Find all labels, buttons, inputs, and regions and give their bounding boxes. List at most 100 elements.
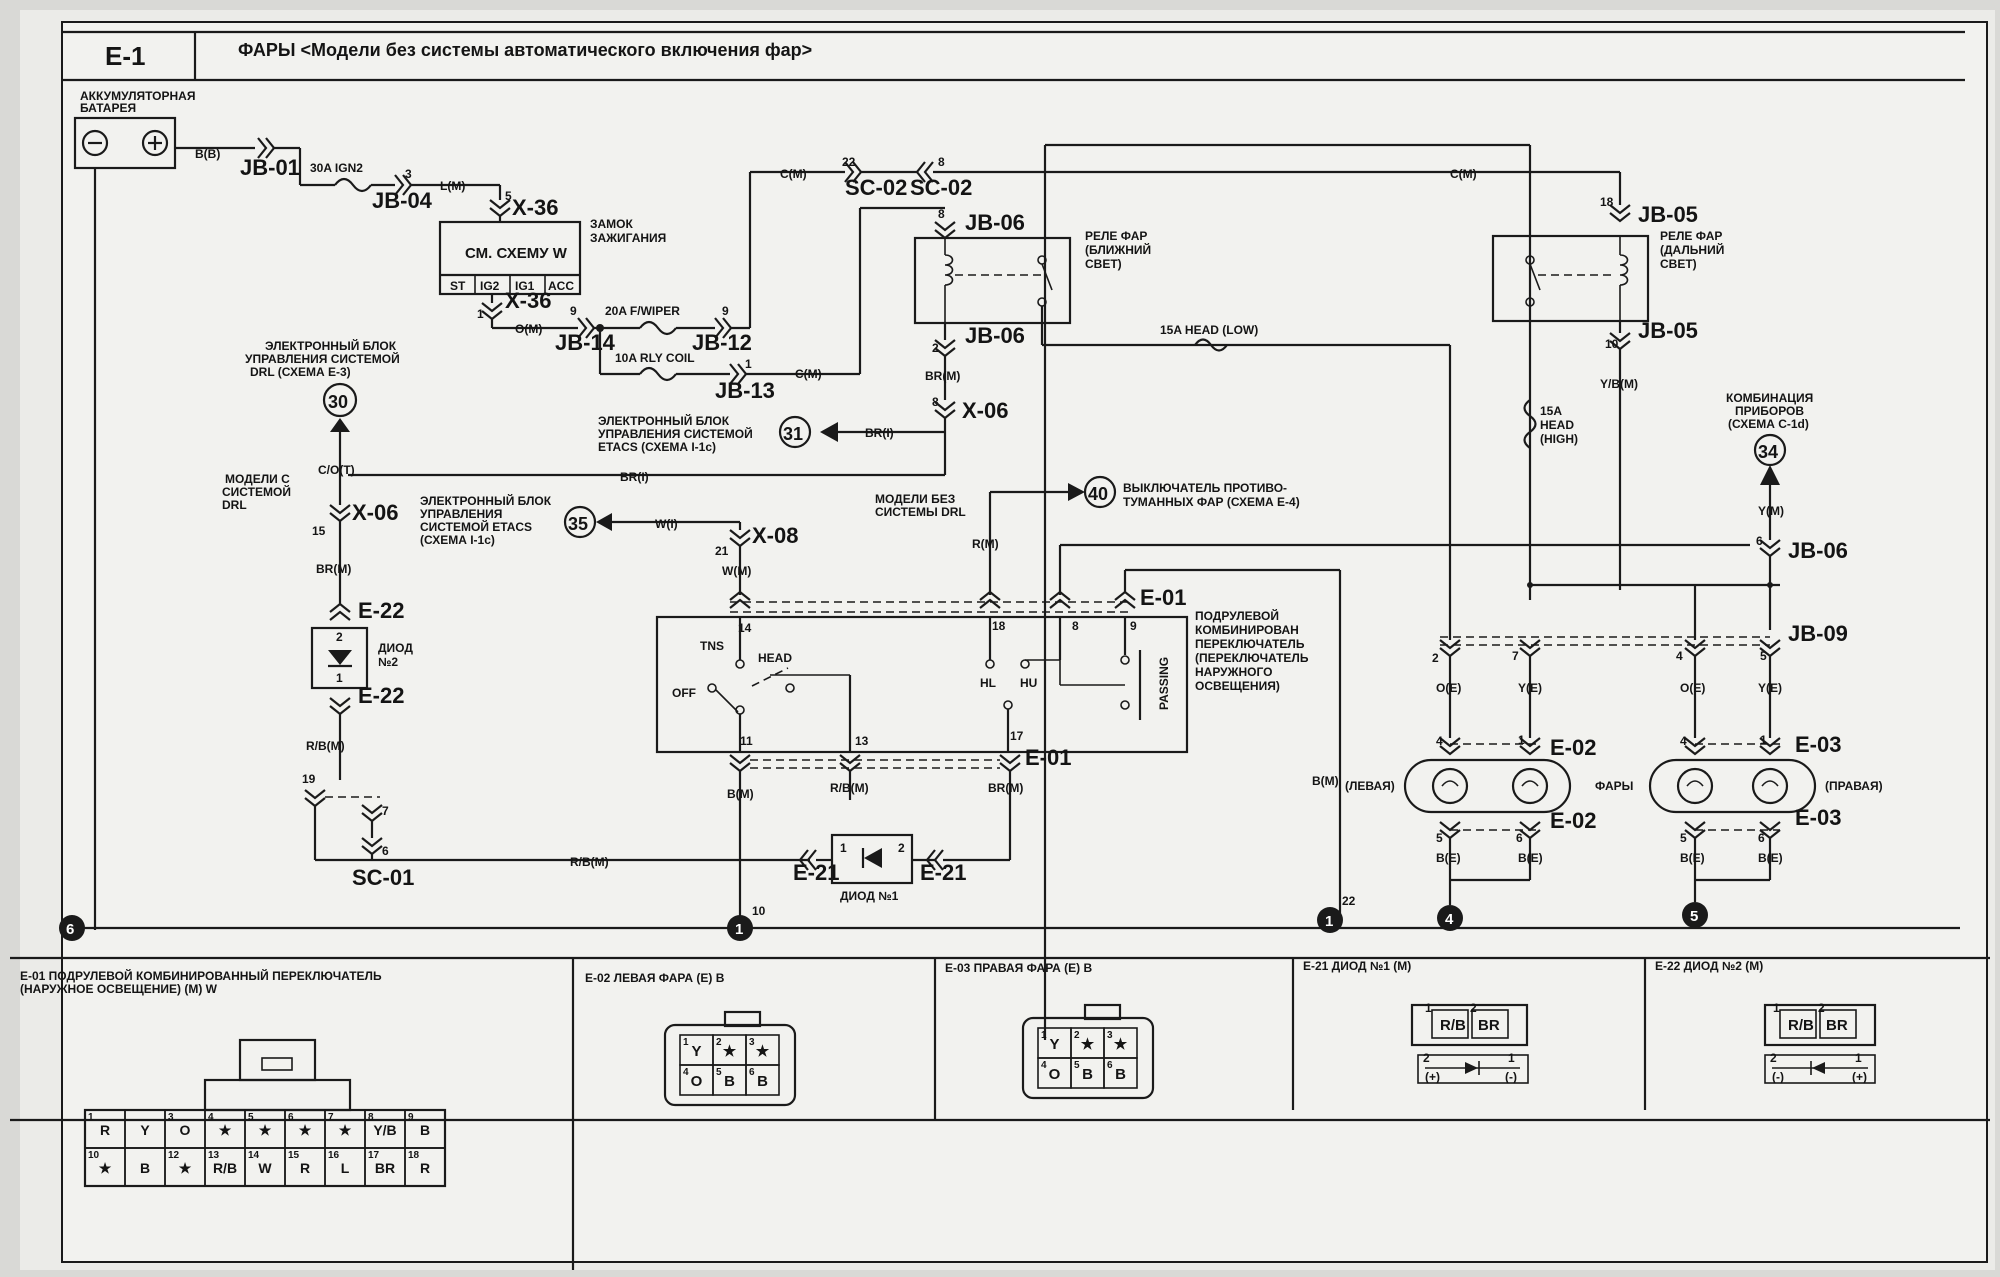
wire-label-rm: R(M) bbox=[972, 537, 999, 551]
ref-35-desc-4: (СХЕМА I-1c) bbox=[420, 533, 495, 547]
fuse-label-head-low: 15A HEAD (LOW) bbox=[1160, 323, 1258, 337]
ref-30-desc: ЭЛЕКТРОННЫЙ БЛОК bbox=[265, 338, 397, 353]
wire-label-cm2: C(M) bbox=[1450, 167, 1477, 181]
switch-label-5: НАРУЖНОГО bbox=[1195, 665, 1272, 679]
note-drl-2: СИСТЕМОЙ bbox=[222, 484, 291, 499]
panel-e22-minus: (-) bbox=[1772, 1070, 1784, 1084]
connector-pin-number: 1 bbox=[683, 1037, 689, 1048]
ref-35-desc: ЭЛЕКТРОННЫЙ БЛОК bbox=[420, 493, 552, 508]
connector-pin-color: ★ bbox=[299, 1122, 312, 1138]
connector-jb05-b: JB-05 bbox=[1638, 318, 1698, 343]
pin-label: 1 bbox=[1760, 733, 1767, 747]
connector-pin-number: 18 bbox=[408, 1150, 420, 1161]
connector-pin-color: B bbox=[140, 1160, 150, 1176]
panel-e01-title-2: (НАРУЖНОЕ ОСВЕЩЕНИЕ) (M) W bbox=[20, 982, 218, 996]
connector-cell bbox=[1103, 1057, 1138, 1089]
pin-label: 6 bbox=[382, 844, 389, 858]
headlamp-left bbox=[1403, 758, 1572, 814]
connector-pin-color: Y bbox=[691, 1043, 701, 1060]
switch-off: OFF bbox=[672, 686, 696, 700]
connector-pin-color: B bbox=[420, 1122, 430, 1138]
switch-label-3: ПЕРЕКЛЮЧАТЕЛЬ bbox=[1195, 637, 1305, 651]
connector-e02-a: E-02 bbox=[1550, 735, 1596, 760]
connector-jb01: JB-01 bbox=[240, 155, 300, 180]
connector-pin-number: 3 bbox=[1107, 1030, 1113, 1041]
relay-high-beam bbox=[1491, 234, 1650, 323]
connector-pin-number: 4 bbox=[208, 1112, 214, 1123]
switch-head: HEAD bbox=[758, 651, 792, 665]
pin-label: 11 bbox=[740, 734, 753, 748]
connector-pin-number: 4 bbox=[1041, 1060, 1047, 1071]
connector-pin-number: 9 bbox=[408, 1112, 414, 1123]
connector-pin-color: ★ bbox=[756, 1043, 770, 1060]
ref-34-desc: КОМБИНАЦИЯ bbox=[1726, 391, 1813, 405]
ref-31-desc: ЭЛЕКТРОННЫЙ БЛОК bbox=[598, 413, 730, 428]
pin-label: 1 bbox=[1855, 1051, 1862, 1065]
connector-pin-number: 3 bbox=[749, 1037, 755, 1048]
connector-x08: X-08 bbox=[752, 523, 798, 548]
wire-label-battery: B(B) bbox=[195, 147, 220, 161]
connector-pin-color: R bbox=[300, 1160, 310, 1176]
wire-label-rbm3: R/B(M) bbox=[570, 855, 609, 869]
panel-e21-plus: (+) bbox=[1425, 1070, 1440, 1084]
relay-low-label-3: СВЕТ) bbox=[1085, 257, 1122, 271]
fuse-30a-ign2 bbox=[334, 177, 372, 193]
ignition-box-label: СМ. СХЕМУ W bbox=[465, 245, 568, 262]
ref-30 bbox=[322, 382, 358, 418]
connector-jb05-top: JB-05 bbox=[1638, 202, 1698, 227]
panel-e22-title: E-22 ДИОД №2 (M) bbox=[1655, 959, 1763, 973]
relay-high-label-2: (ДАЛЬНИЙ bbox=[1660, 242, 1724, 257]
pin-label: 1 bbox=[477, 307, 484, 321]
ignition-label: ЗАМОК bbox=[590, 217, 634, 231]
wire-label-ym: Y(M) bbox=[1758, 504, 1784, 518]
wire-label-om: O(M) bbox=[515, 322, 542, 336]
wire-label-cm1: C(M) bbox=[780, 167, 807, 181]
lamp-right-label: (ПРАВАЯ) bbox=[1825, 779, 1883, 793]
pin-label: 2 bbox=[898, 841, 905, 855]
pin-label: 2 bbox=[932, 341, 939, 355]
connector-pin-number: 17 bbox=[368, 1150, 380, 1161]
connector-e01-bottom: E-01 bbox=[1025, 745, 1071, 770]
ignition-pin-st: ST bbox=[450, 279, 466, 293]
switch-hl: HL bbox=[980, 676, 996, 690]
note-no-drl: МОДЕЛИ БЕЗ bbox=[875, 492, 955, 506]
pin-label: 6 bbox=[1758, 831, 1765, 845]
pin-label: 4 bbox=[1680, 734, 1687, 748]
pin-label: 2 bbox=[1818, 1001, 1825, 1015]
wire-label-brl1: BR(I) bbox=[865, 426, 894, 440]
panel-e21: E-21 ДИОД №1 (M) 1 2 R/B BR 2 1 (+) (-) bbox=[1303, 959, 1529, 1084]
ref-34-desc-3: (СХЕМА C-1d) bbox=[1728, 417, 1809, 431]
connector-e21-b: E-21 bbox=[920, 860, 966, 885]
wire-label-oe1: O(E) bbox=[1436, 681, 1461, 695]
diode-2-label: ДИОД bbox=[378, 641, 413, 655]
ignition-pin-ig1: IG1 bbox=[515, 279, 535, 293]
fuse-15a-head-high bbox=[1523, 399, 1537, 449]
relay-high-label-3: СВЕТ) bbox=[1660, 257, 1697, 271]
fuse-label-head-high: 15A bbox=[1540, 404, 1562, 418]
wire-label-ye2: Y(E) bbox=[1758, 681, 1782, 695]
pin-label: 1 bbox=[1773, 1001, 1780, 1015]
wire-label-be1: B(E) bbox=[1436, 851, 1461, 865]
pin-label: 1 bbox=[745, 357, 752, 371]
wire-label-bm1: B(M) bbox=[727, 787, 754, 801]
pin-label: 1 bbox=[1518, 733, 1525, 747]
pin-label: 6 bbox=[1516, 831, 1523, 845]
connector-e22-a: E-22 bbox=[358, 598, 404, 623]
connector-pin-color: Y/B bbox=[373, 1122, 396, 1138]
pin-label: 3 bbox=[405, 167, 412, 181]
connector-pin-number: 2 bbox=[716, 1037, 722, 1048]
connector-cell bbox=[404, 1147, 446, 1187]
panel-e22-plus: (+) bbox=[1852, 1070, 1867, 1084]
connector-pin-color: Y bbox=[140, 1122, 150, 1138]
wire-label-brm1: BR(M) bbox=[925, 369, 960, 383]
pin-label: 1 bbox=[336, 671, 343, 685]
fuse-20a-wiper bbox=[639, 320, 677, 336]
connector-pin-color: B bbox=[757, 1073, 768, 1090]
pin-label: 14 bbox=[738, 621, 752, 635]
connector-pin-number: 6 bbox=[288, 1112, 294, 1123]
connector-pin-color: ★ bbox=[219, 1122, 232, 1138]
pin-label: 5 bbox=[505, 189, 512, 203]
connector-jb04: JB-04 bbox=[372, 188, 433, 213]
pin-label: 2 bbox=[336, 630, 343, 644]
panel-e21-minus: (-) bbox=[1505, 1070, 1517, 1084]
